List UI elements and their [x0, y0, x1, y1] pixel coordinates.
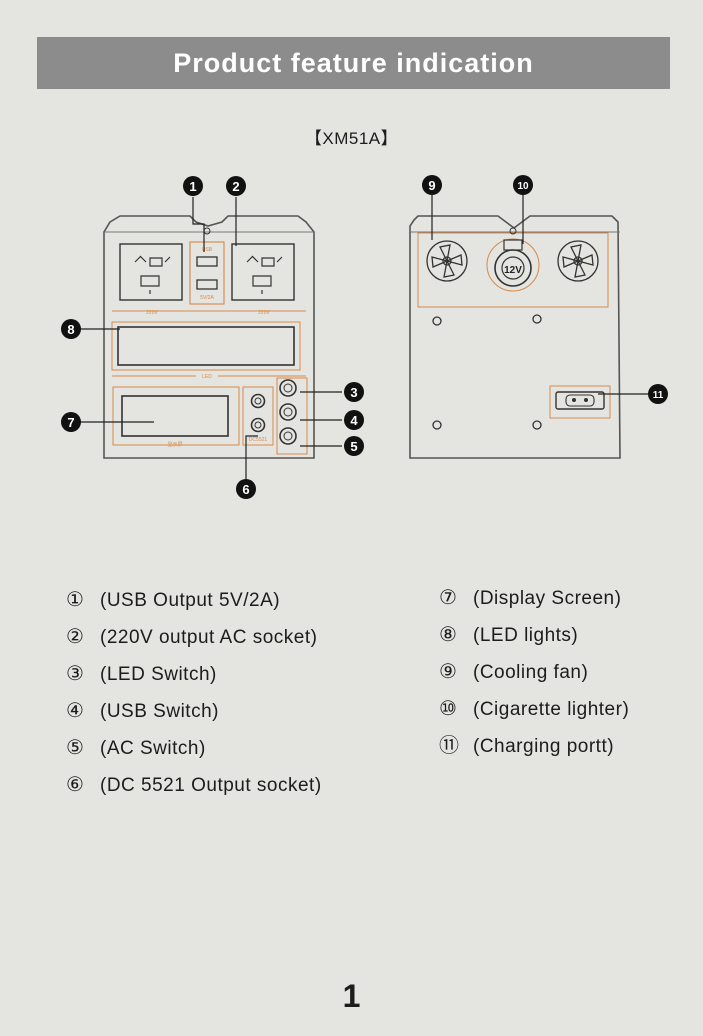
- usb-port-1: [196, 256, 218, 267]
- callout-10: 10: [513, 175, 533, 195]
- front-panel: USB 5V/2A 220V 220V LED 显示屏 DC5521: [103, 215, 315, 459]
- usb-port-2: [196, 279, 218, 290]
- page-number: 1: [342, 978, 361, 1014]
- v220-right-label: 220V: [258, 310, 270, 316]
- callout-6: 6: [236, 479, 256, 499]
- back-panel: 12V: [409, 215, 621, 459]
- dc-output-2: [250, 417, 266, 433]
- legend-label: (AC Switch): [100, 738, 206, 759]
- svg-text:6: 6: [242, 482, 249, 497]
- page-title: Product feature indication: [173, 47, 534, 78]
- led-light-bar: [117, 326, 295, 366]
- legend-label: (LED Switch): [100, 664, 217, 685]
- legend-number: ⑩: [439, 698, 458, 720]
- legend-number: ⑦: [439, 587, 458, 609]
- legend-number: ⑨: [439, 661, 458, 683]
- cooling-fan-left: [426, 240, 468, 282]
- svg-text:11: 11: [653, 390, 664, 401]
- product-diagram: USB 5V/2A 220V 220V LED 显示屏 DC5521: [61, 175, 668, 499]
- legend-number: ①: [66, 589, 85, 611]
- page-header-bar: Product feature indication: [37, 37, 670, 89]
- legend-label: (Charging portt): [473, 736, 615, 757]
- lighter-label: 12V: [504, 265, 522, 276]
- svg-text:7: 7: [67, 415, 74, 430]
- legend-label: (DC 5521 Output socket): [100, 775, 322, 796]
- legend-item: ⑤ (AC Switch): [66, 730, 322, 767]
- callout-11: 11: [648, 384, 668, 404]
- svg-text:5: 5: [350, 439, 357, 454]
- dc-output-1: [250, 393, 266, 409]
- callout-5: 5: [344, 436, 364, 456]
- legend-number: ②: [66, 626, 85, 648]
- callout-4: 4: [344, 410, 364, 430]
- ac-socket-right: [231, 243, 295, 301]
- callout-3: 3: [344, 382, 364, 402]
- model-number: 【XM51A】: [304, 129, 399, 148]
- legend-label: (220V output AC socket): [100, 627, 318, 648]
- svg-text:3: 3: [350, 385, 357, 400]
- legend-number: ③: [66, 663, 85, 685]
- legend-label: (LED lights): [473, 625, 579, 646]
- svg-text:10: 10: [517, 181, 529, 192]
- legend-label: (Display Screen): [473, 588, 622, 609]
- legend-left-column: ① (USB Output 5V/2A) ② (220V output AC soc…: [66, 582, 322, 804]
- cooling-fan-right: [557, 240, 599, 282]
- v220-left-label: 220V: [146, 310, 158, 316]
- legend-label: (USB Output 5V/2A): [100, 590, 281, 611]
- display-screen: [121, 395, 229, 437]
- callout-2: 2: [226, 176, 246, 196]
- svg-text:9: 9: [428, 178, 435, 193]
- legend-item: ⑥ (DC 5521 Output socket): [66, 767, 322, 804]
- legend-number: ⑧: [439, 624, 458, 646]
- callout-1: 1: [183, 176, 203, 196]
- ac-switch: [279, 427, 297, 445]
- callout-7: 7: [61, 412, 81, 432]
- legend-item: ③ (LED Switch): [66, 656, 322, 693]
- usb-rating-label: 5V/2A: [200, 295, 214, 301]
- legend-item: ⑧ (LED lights): [439, 617, 629, 654]
- callout-9: 9: [422, 175, 442, 195]
- legend-item: ④ (USB Switch): [66, 693, 322, 730]
- callout-8: 8: [61, 319, 81, 339]
- legend-item: ⑦ (Display Screen): [439, 580, 629, 617]
- svg-text:4: 4: [350, 413, 358, 428]
- usb-box: [189, 241, 225, 305]
- legend-label: (Cooling fan): [473, 662, 589, 683]
- charging-port: [555, 391, 605, 410]
- legend-label: (USB Switch): [100, 701, 219, 722]
- led-switch: [279, 379, 297, 397]
- svg-text:8: 8: [67, 322, 74, 337]
- legend-item: ① (USB Output 5V/2A): [66, 582, 322, 619]
- legend-number: ⑥: [66, 774, 85, 796]
- legend-number: ⑤: [66, 737, 85, 759]
- legend-number: ⑪: [439, 735, 460, 757]
- legend-item: ⑪ (Charging portt): [439, 728, 629, 765]
- led-label: LED: [202, 374, 212, 380]
- legend-item: ⑩ (Cigarette lighter): [439, 691, 629, 728]
- legend-right-column: ⑦ (Display Screen) ⑧ (LED lights) ⑨ (Coolin…: [439, 580, 629, 765]
- svg-text:1: 1: [189, 179, 196, 194]
- dc-output-label: DC5521: [249, 437, 268, 443]
- svg-text:2: 2: [232, 179, 239, 194]
- legend-label: (Cigarette lighter): [473, 699, 630, 720]
- usb-switch: [279, 403, 297, 421]
- screen-label: 显示屏: [167, 442, 182, 448]
- usb-box-label: USB: [202, 247, 213, 253]
- legend-item: ② (220V output AC socket): [66, 619, 322, 656]
- ac-socket-left: [119, 243, 183, 301]
- legend-number: ④: [66, 700, 85, 722]
- legend-item: ⑨ (Cooling fan): [439, 654, 629, 691]
